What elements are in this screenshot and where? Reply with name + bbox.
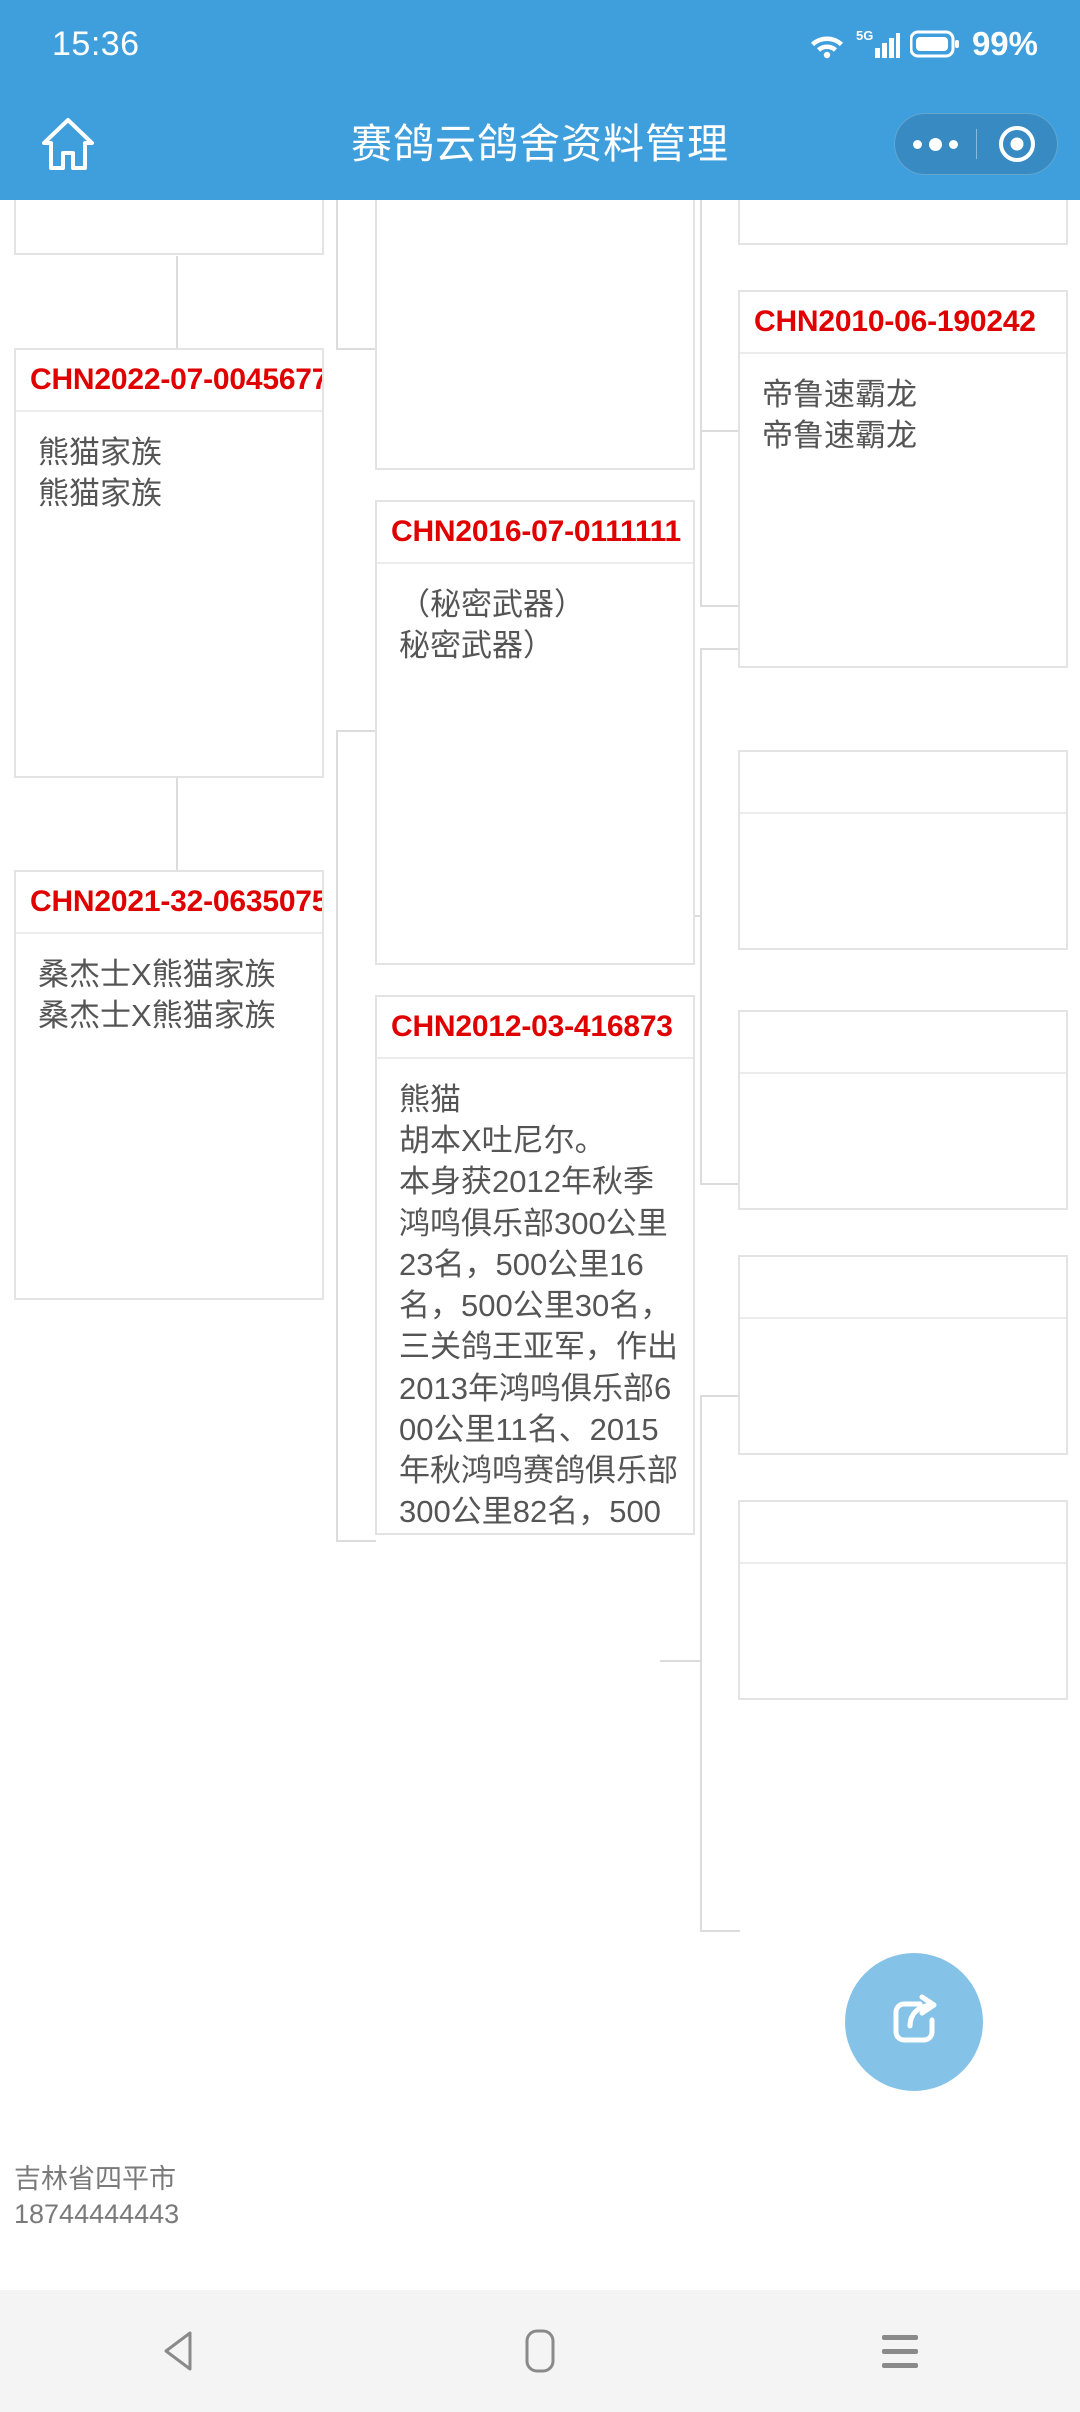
card-body: 桑杰士X熊猫家族 桑杰士X熊猫家族 bbox=[16, 934, 322, 1036]
card-text: 桑杰士X熊猫家族 桑杰士X熊猫家族 bbox=[38, 957, 276, 1034]
connector-line bbox=[176, 778, 178, 870]
connector-line bbox=[336, 730, 376, 732]
connector-line bbox=[336, 1540, 376, 1542]
share-export-icon[interactable] bbox=[845, 1953, 983, 2091]
card-body bbox=[740, 1074, 1066, 1094]
pedigree-card[interactable]: CHN2010-06-190242 帝鲁速霸龙 帝鲁速霸龙 bbox=[738, 290, 1068, 668]
target-circle-icon[interactable] bbox=[977, 121, 1058, 167]
android-nav-bar bbox=[0, 2290, 1080, 2412]
connector-line bbox=[700, 430, 740, 432]
ring-number-row: CHN2021-32-0635075 bbox=[16, 872, 322, 934]
ring-number-row: CHN2016-07-0111111 bbox=[377, 502, 693, 564]
ring-number: CHN2010-06-190242 bbox=[754, 305, 1036, 338]
owner-info: 吉林省四平市 18744444443 bbox=[14, 2162, 179, 2232]
owner-location: 吉林省四平市 bbox=[14, 2164, 176, 2194]
pedigree-card[interactable]: CHN2012-03-416873 熊猫 胡本X吐尼尔。 本身获2012年秋季鸿… bbox=[375, 995, 695, 1535]
pedigree-card[interactable] bbox=[738, 1010, 1068, 1210]
signal-icon: 5G bbox=[856, 28, 900, 60]
status-bar: 15:36 5G bbox=[0, 0, 1080, 88]
menu-line bbox=[882, 2334, 918, 2340]
ring-number-row bbox=[740, 1502, 1066, 1564]
miniprogram-capsule[interactable] bbox=[894, 113, 1058, 175]
svg-text:5G: 5G bbox=[856, 28, 873, 43]
pedigree-card[interactable]: 决赛冠军 bbox=[738, 200, 1068, 245]
connector-line bbox=[336, 730, 338, 1540]
battery-percent: 99% bbox=[971, 25, 1038, 62]
card-body bbox=[740, 814, 1066, 834]
menu-line bbox=[882, 2362, 918, 2368]
card-body: 帝鲁速霸龙 帝鲁速霸龙 bbox=[740, 354, 1066, 456]
card-text: 帝鲁速霸龙 帝鲁速霸龙 bbox=[762, 377, 917, 454]
connector-line bbox=[336, 200, 338, 348]
wifi-icon bbox=[808, 29, 846, 59]
card-body: 熊猫家族 熊猫家族 bbox=[16, 412, 322, 514]
pedigree-card[interactable] bbox=[738, 750, 1068, 950]
pedigree-card[interactable] bbox=[14, 200, 324, 255]
card-text: 熊猫家族 熊猫家族 bbox=[38, 435, 162, 512]
battery-icon bbox=[909, 29, 960, 59]
ring-number: CHN2016-07-0111111 bbox=[391, 515, 681, 548]
card-body bbox=[740, 1319, 1066, 1339]
connector-line bbox=[700, 1930, 740, 1932]
status-indicators: 5G 99% bbox=[808, 25, 1038, 63]
card-body bbox=[740, 1564, 1066, 1584]
connector-line bbox=[700, 430, 702, 605]
ring-number: CHN2012-03-416873 bbox=[391, 1010, 673, 1043]
connector-line bbox=[700, 648, 702, 1183]
pedigree-card[interactable]: CHN2022-07-0045677 熊猫家族 熊猫家族 bbox=[14, 348, 324, 778]
capsule-divider bbox=[975, 129, 977, 159]
owner-phone: 18744444443 bbox=[14, 2199, 180, 2230]
ring-number-row: CHN2010-06-190242 bbox=[740, 292, 1066, 354]
ring-number-row: CHN2022-07-0045677 bbox=[16, 350, 322, 412]
ring-number-row bbox=[740, 1012, 1066, 1074]
pedigree-card[interactable] bbox=[738, 1255, 1068, 1455]
connector-line bbox=[700, 1395, 740, 1397]
connector-line bbox=[660, 1660, 700, 1662]
home-rect-icon[interactable] bbox=[480, 2290, 600, 2412]
ring-number: CHN2022-07-0045677 bbox=[30, 363, 324, 396]
pedigree-card[interactable]: CHN2016-07-0111111 （秘密武器） 秘密武器） bbox=[375, 500, 695, 965]
ring-number-row: CHN2012-03-416873 bbox=[377, 997, 693, 1059]
page-title: 赛鸽云鸽舍资料管理 bbox=[351, 121, 729, 167]
menu-lines-icon[interactable] bbox=[840, 2290, 960, 2412]
connector-line bbox=[700, 1395, 702, 1930]
connector-line bbox=[700, 1183, 740, 1185]
status-clock: 15:36 bbox=[52, 24, 140, 63]
card-body: （秘密武器） 秘密武器） bbox=[377, 564, 693, 666]
ring-number-row bbox=[740, 752, 1066, 814]
ring-number-row bbox=[740, 1257, 1066, 1319]
menu-line bbox=[882, 2348, 918, 2354]
home-icon[interactable] bbox=[36, 112, 100, 176]
card-text: 熊猫 胡本X吐尼尔。 本身获2012年秋季鸿鸣俱乐部300公里23名，500公里… bbox=[399, 1082, 678, 1530]
pedigree-card[interactable]: CHN2021-32-0635075 桑杰士X熊猫家族 桑杰士X熊猫家族 bbox=[14, 870, 324, 1300]
ring-number: CHN2021-32-0635075 bbox=[30, 885, 324, 918]
pedigree-card[interactable]: 中心三关名人大奖赛决赛第11名 bbox=[375, 200, 695, 470]
card-body: 熊猫 胡本X吐尼尔。 本身获2012年秋季鸿鸣俱乐部300公里23名，500公里… bbox=[377, 1059, 693, 1533]
card-text: （秘密武器） 秘密武器） bbox=[399, 587, 585, 664]
pedigree-chart[interactable]: CHN2022-07-0045677 熊猫家族 熊猫家族 CHN2021-32-… bbox=[0, 200, 1080, 2290]
connector-line bbox=[336, 348, 376, 350]
more-dots-icon[interactable] bbox=[895, 137, 976, 151]
pedigree-card[interactable] bbox=[738, 1500, 1068, 1700]
connector-line bbox=[700, 200, 702, 430]
app-header: 赛鸽云鸽舍资料管理 bbox=[0, 88, 1080, 200]
connector-line bbox=[700, 605, 740, 607]
connector-line bbox=[700, 648, 740, 650]
connector-line bbox=[176, 256, 178, 348]
back-triangle-icon[interactable] bbox=[120, 2290, 240, 2412]
